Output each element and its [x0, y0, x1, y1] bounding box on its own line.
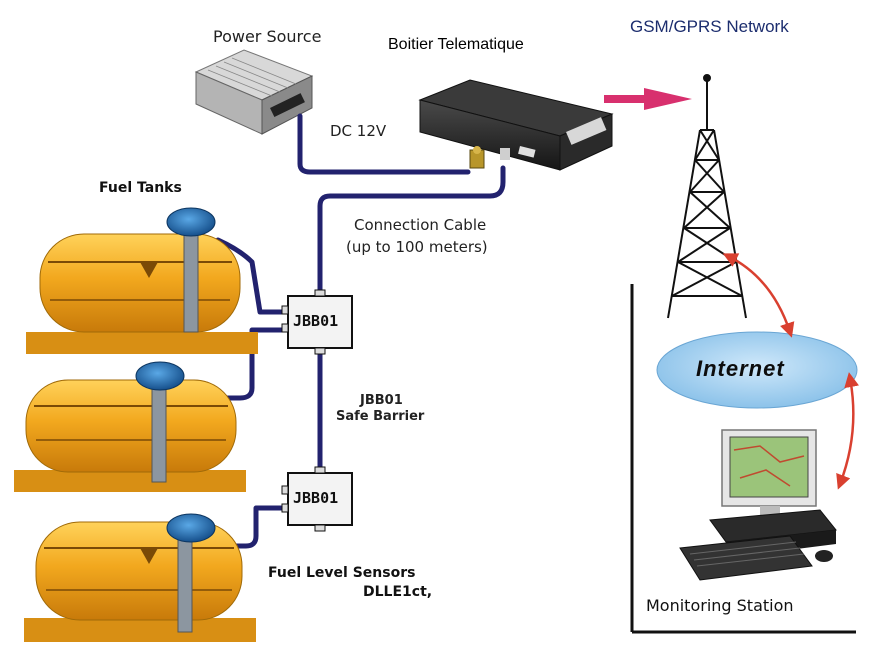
frame-lines — [630, 284, 856, 634]
monitoring-station-label: Monitoring Station — [646, 596, 794, 615]
junction-box-2 — [281, 466, 353, 532]
telematics-box-label: Boitier Telematique — [388, 36, 524, 53]
junction-box-1 — [281, 289, 353, 355]
dc-voltage-label: DC 12V — [330, 122, 387, 140]
network-label: GSM/GPRS Network — [630, 17, 789, 36]
internet-label: Internet — [696, 356, 785, 381]
fuel-tank-3 — [24, 513, 256, 642]
fuel-tanks-label: Fuel Tanks — [99, 180, 182, 196]
signal-arrow — [604, 88, 692, 110]
telematics-box — [418, 79, 614, 171]
gsm-tower — [667, 74, 747, 319]
fuel-level-sensors-label: Fuel Level Sensors — [268, 565, 416, 581]
cable-length-label: (up to 100 meters) — [346, 238, 488, 256]
cable-lines — [187, 113, 506, 549]
power-source-label: Power Source — [213, 27, 322, 46]
junction-box-2-label: JBB01 — [293, 489, 339, 507]
fuel-tank-2 — [14, 361, 246, 492]
link-arrows — [722, 253, 860, 490]
barrier-model-label: JBB01 — [360, 393, 403, 408]
junction-box-1-label: JBB01 — [293, 312, 339, 330]
safe-barrier-label: Safe Barrier — [336, 409, 425, 424]
power-source — [194, 49, 314, 135]
fuel-tank-1 — [26, 207, 258, 354]
monitoring-station-computer — [679, 429, 837, 581]
sensor-model-label: DLLE1ct, — [363, 584, 433, 600]
connection-cable-label: Connection Cable — [354, 216, 487, 234]
